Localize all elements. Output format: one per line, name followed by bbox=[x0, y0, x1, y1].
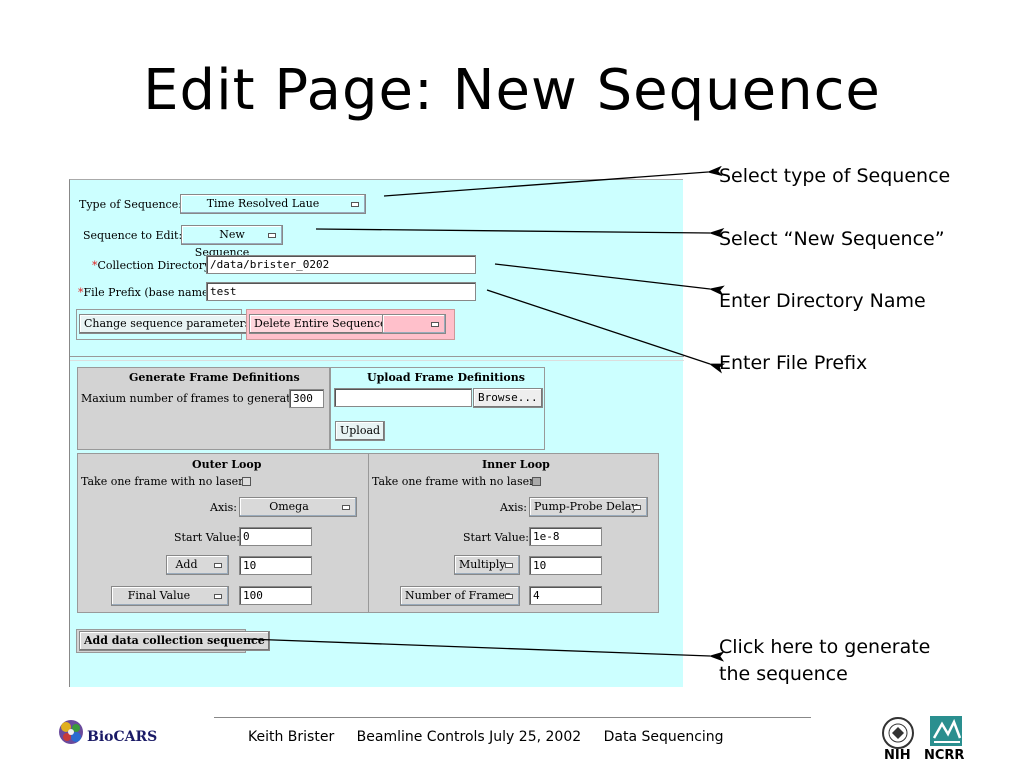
generate-frames-header: Generate Frame Definitions bbox=[129, 371, 300, 384]
outer-axis-select[interactable]: Omega bbox=[239, 497, 357, 517]
required-marker: * bbox=[92, 259, 98, 272]
nih-label: NIH bbox=[884, 748, 911, 763]
arrow-directory bbox=[494, 263, 725, 296]
ncrr-label: NCRR bbox=[924, 748, 965, 763]
footer-rule bbox=[214, 717, 811, 718]
callout-select-new-sequence: Select “New Sequence” bbox=[719, 228, 945, 250]
arrow-file-prefix bbox=[486, 289, 726, 374]
inner-step-input[interactable]: 10 bbox=[529, 556, 602, 575]
delete-entire-sequence-button[interactable]: Delete Entire Sequence bbox=[249, 314, 392, 334]
upload-file-input[interactable] bbox=[334, 388, 472, 407]
collection-directory-input[interactable]: /data/brister_0202 bbox=[206, 255, 476, 274]
callout-enter-directory: Enter Directory Name bbox=[719, 290, 926, 312]
biocars-molecule-icon bbox=[59, 720, 83, 744]
option-menu-icon bbox=[214, 563, 222, 568]
ncrr-logo-icon bbox=[930, 716, 962, 746]
option-menu-icon bbox=[505, 594, 513, 599]
outer-step-input[interactable]: 10 bbox=[239, 556, 312, 575]
file-prefix-label: *File Prefix (base name): bbox=[78, 286, 217, 299]
footer-event: Beamline Controls July 25, 2002 bbox=[356, 729, 582, 745]
callout-select-type: Select type of Sequence bbox=[719, 165, 951, 187]
max-frames-label: Maxium number of frames to generate: bbox=[81, 392, 301, 405]
inner-axis-value: Pump-Probe Delay bbox=[534, 500, 638, 513]
inner-axis-select[interactable]: Pump-Probe Delay bbox=[529, 497, 648, 517]
change-sequence-parameters-button[interactable]: Change sequence parameters bbox=[79, 314, 256, 334]
option-menu-icon bbox=[268, 233, 276, 238]
upload-button[interactable]: Upload bbox=[335, 421, 386, 441]
browse-button[interactable]: Browse... bbox=[473, 388, 543, 408]
option-menu-icon bbox=[431, 322, 439, 327]
slide-title: Edit Page: New Sequence bbox=[143, 58, 881, 123]
outer-start-label: Start Value: bbox=[174, 531, 240, 544]
outer-step-op-value: Add bbox=[175, 558, 198, 571]
option-menu-icon bbox=[214, 594, 222, 599]
outer-end-mode-value: Final Value bbox=[127, 589, 191, 602]
generate-frames-panel bbox=[77, 367, 330, 450]
inner-no-laser-checkbox[interactable] bbox=[532, 477, 541, 486]
inner-step-op-select[interactable]: Multiply bbox=[454, 555, 520, 575]
outer-end-mode-select[interactable]: Final Value bbox=[111, 586, 229, 606]
biocars-label: BioCARS bbox=[87, 729, 158, 745]
outer-end-input[interactable]: 100 bbox=[239, 586, 312, 605]
delete-target-select[interactable] bbox=[382, 314, 446, 334]
footer-text: Keith Brister Beamline Controls July 25,… bbox=[248, 729, 742, 745]
arrow-type-of-sequence bbox=[383, 165, 723, 197]
arrow-add-sequence bbox=[247, 638, 725, 662]
inner-axis-label: Axis: bbox=[500, 501, 528, 514]
inner-loop-header: Inner Loop bbox=[482, 458, 550, 471]
option-menu-icon bbox=[505, 563, 513, 568]
option-menu-icon bbox=[351, 202, 359, 207]
add-data-collection-sequence-button[interactable]: Add data collection sequence bbox=[79, 631, 270, 651]
callout-generate: Click here to generate the sequence bbox=[719, 634, 930, 688]
callout-generate-line1: Click here to generate bbox=[719, 636, 931, 658]
footer-topic: Data Sequencing bbox=[603, 729, 724, 745]
max-frames-input[interactable]: 300 bbox=[289, 389, 324, 408]
outer-axis-value: Omega bbox=[269, 500, 309, 513]
inner-end-mode-value: Number of Frames bbox=[405, 589, 511, 602]
outer-loop-header: Outer Loop bbox=[192, 458, 262, 471]
nih-seal-icon bbox=[882, 717, 914, 749]
inner-end-input[interactable]: 4 bbox=[529, 586, 602, 605]
inner-step-op-value: Multiply bbox=[459, 558, 506, 571]
upload-frames-header: Upload Frame Definitions bbox=[367, 371, 525, 384]
outer-no-laser-label: Take one frame with no laser bbox=[81, 475, 244, 488]
file-prefix-input[interactable]: test bbox=[206, 282, 476, 301]
inner-no-laser-label: Take one frame with no laser bbox=[372, 475, 535, 488]
outer-start-input[interactable]: 0 bbox=[239, 527, 312, 546]
type-of-sequence-select[interactable]: Time Resolved Laue bbox=[180, 194, 366, 214]
option-menu-icon bbox=[633, 505, 641, 510]
sequence-to-edit-select[interactable]: New Sequence bbox=[181, 225, 283, 259]
inner-end-mode-select[interactable]: Number of Frames bbox=[400, 586, 520, 606]
separator bbox=[70, 356, 684, 357]
required-marker: * bbox=[78, 286, 84, 299]
type-of-sequence-label: Type of Sequence: bbox=[79, 198, 182, 211]
sequence-to-edit-label: Sequence to Edit: bbox=[83, 229, 183, 242]
separator bbox=[70, 360, 684, 361]
type-of-sequence-value: Time Resolved Laue bbox=[206, 197, 320, 210]
file-prefix-label-text: File Prefix (base name): bbox=[83, 286, 217, 299]
callout-enter-prefix: Enter File Prefix bbox=[719, 352, 868, 374]
outer-no-laser-checkbox[interactable] bbox=[242, 477, 251, 486]
option-menu-icon bbox=[342, 505, 350, 510]
arrow-new-sequence bbox=[315, 227, 725, 239]
biocars-logo: BioCARS bbox=[57, 718, 157, 748]
inner-start-input[interactable]: 1e-8 bbox=[529, 527, 602, 546]
collection-directory-label-text: Collection Directory: bbox=[97, 259, 214, 272]
collection-directory-label: *Collection Directory: bbox=[92, 259, 214, 272]
inner-start-label: Start Value: bbox=[463, 531, 529, 544]
edit-page-screenshot: Type of Sequence: Time Resolved Laue Seq… bbox=[69, 179, 684, 687]
outer-axis-label: Axis: bbox=[210, 501, 238, 514]
callout-generate-line2: the sequence bbox=[719, 663, 848, 685]
footer-author: Keith Brister bbox=[248, 729, 335, 745]
outer-step-op-select[interactable]: Add bbox=[166, 555, 229, 575]
